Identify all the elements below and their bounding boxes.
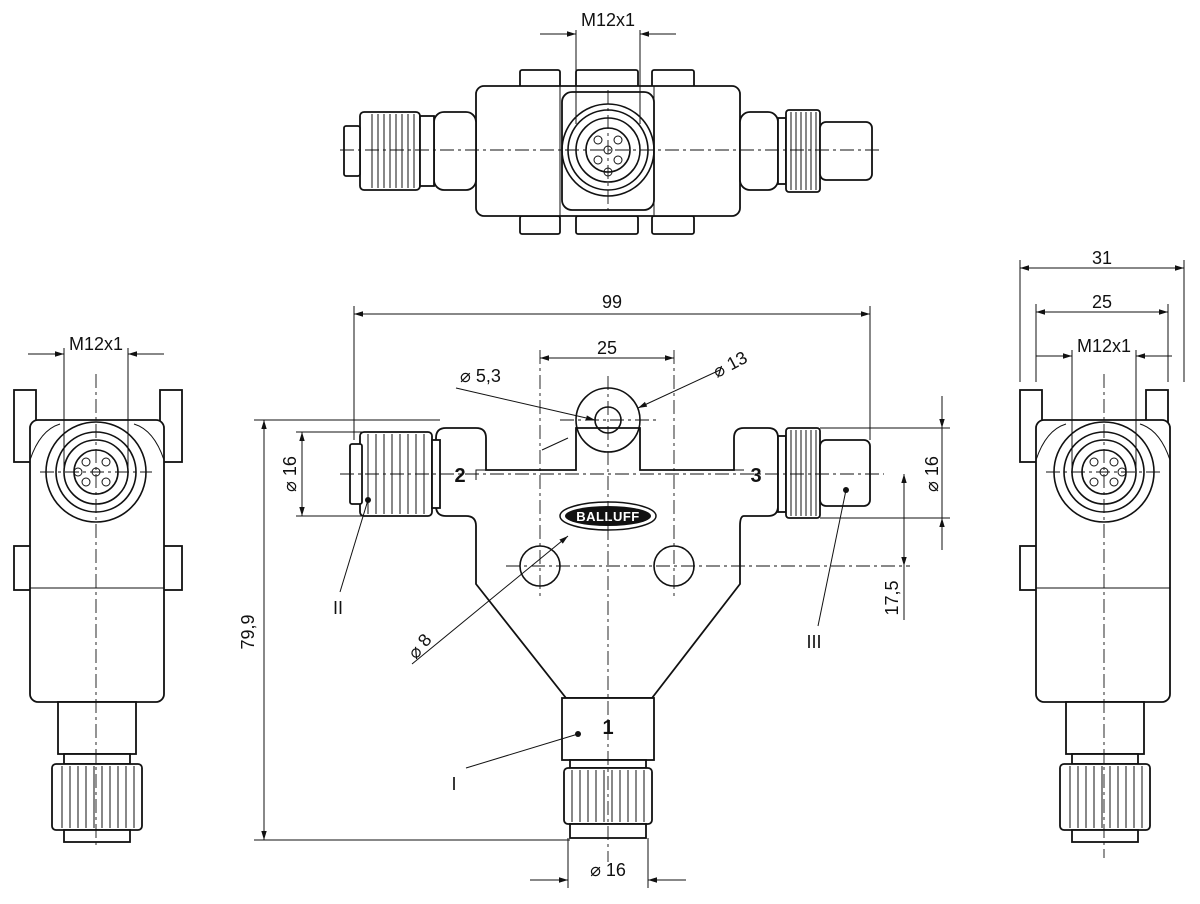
port-2-number: 2 [454,465,465,487]
right-view-knurl [1069,766,1143,828]
dim-overall-height: 79,9 [238,614,258,649]
right-width-inner: 25 [1092,292,1112,312]
top-right-knurl [790,112,817,190]
logo-text: BALLUFF [576,509,639,524]
front-view: BALLUFF 2 3 1 [238,292,950,888]
dim-large-hole-dia: ⌀ 13 [710,347,751,381]
port-3-number: 3 [750,465,761,487]
right-width-outer: 31 [1092,248,1112,268]
right-side-view: 31 25 M12x1 [1019,248,1185,858]
top-thread-label: M12x1 [581,10,635,30]
left-side-view: M12x1 [13,334,183,848]
top-view: M12x1 [340,10,880,235]
dim-lower-offset: 17,5 [882,580,902,615]
dim-lower-hole-dia: ⌀ 8 [404,630,436,663]
dim-bottom-connector-dia: ⌀ 16 [590,860,626,880]
right-thread-label: M12x1 [1077,336,1131,356]
dim-left-connector-dia: ⌀ 16 [280,456,300,492]
dim-small-hole-dia: ⌀ 5,3 [460,366,501,386]
balluff-logo: BALLUFF [559,501,657,531]
dim-right-connector-dia: ⌀ 16 [922,456,942,492]
callout-port-3: III [806,632,821,652]
left-thread-label: M12x1 [69,334,123,354]
top-left-knurl [371,114,415,188]
bottom-knurl [571,770,645,822]
left-view-knurl [61,766,135,828]
callout-port-2: II [333,598,343,618]
dim-hole-spacing: 25 [597,338,617,358]
right-knurl [790,430,817,516]
callout-port-1: I [451,774,456,794]
dim-overall-width: 99 [602,292,622,312]
